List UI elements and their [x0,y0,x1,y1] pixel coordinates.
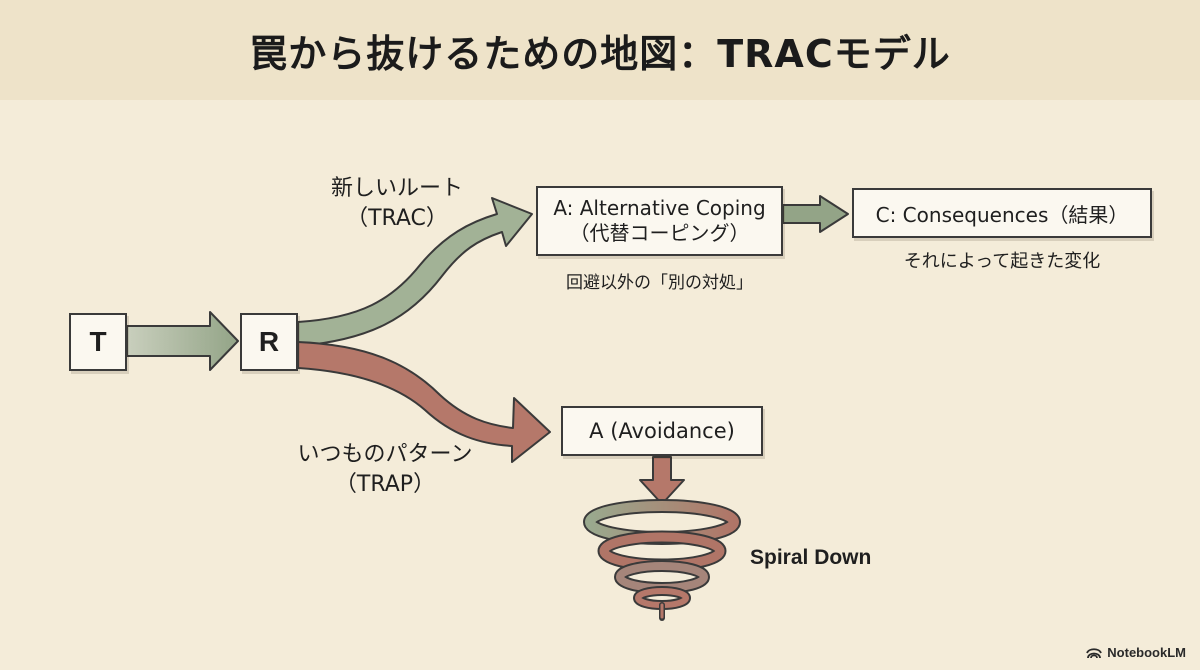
r-box-label: R [258,326,280,357]
notebooklm-name: NotebookLM [1107,645,1186,660]
trap-line2: （TRAP） [334,471,436,497]
avoidance-box: A (Avoidance) [561,406,763,456]
trap-line1: いつものパターン [297,442,473,467]
alternative-coping-line2: （代替コーピング） [569,221,750,245]
t-to-r-arrow [126,311,239,371]
notebooklm-branding: NotebookLM [1086,645,1186,660]
alternative-coping-caption: 回避以外の「別の対処」 [566,273,753,293]
alt-to-consequences-arrow [782,195,849,233]
title-band [0,0,1200,100]
trap-arrow [297,341,551,463]
spiral-down-icon [583,499,741,621]
consequences-label: C: Consequences（結果） [875,202,1129,227]
avoidance-label: A (Avoidance) [589,419,735,443]
avoidance-down-arrow [639,456,685,505]
r-box: R [240,313,298,371]
new-route-arrow [297,197,533,347]
page-title: 罠から抜けるための地図：TRACモデル [249,31,951,76]
new-route-line1: 新しいルート [330,176,463,201]
t-box: T [69,313,127,371]
spiral-down-label: Spiral Down [750,546,872,569]
trap-label: いつものパターン （TRAP） [280,440,490,499]
t-box-label: T [89,326,107,357]
alternative-coping-line1: A: Alternative Coping [553,196,766,220]
alternative-coping-box: A: Alternative Coping （代替コーピング） [536,186,783,256]
consequences-caption: それによって起きた変化 [903,251,1101,272]
notebooklm-logo-icon [1086,647,1103,658]
consequences-box: C: Consequences（結果） [852,188,1152,238]
new-route-line2: （TRAC） [346,205,448,231]
new-route-label: 新しいルート （TRAC） [312,174,482,233]
